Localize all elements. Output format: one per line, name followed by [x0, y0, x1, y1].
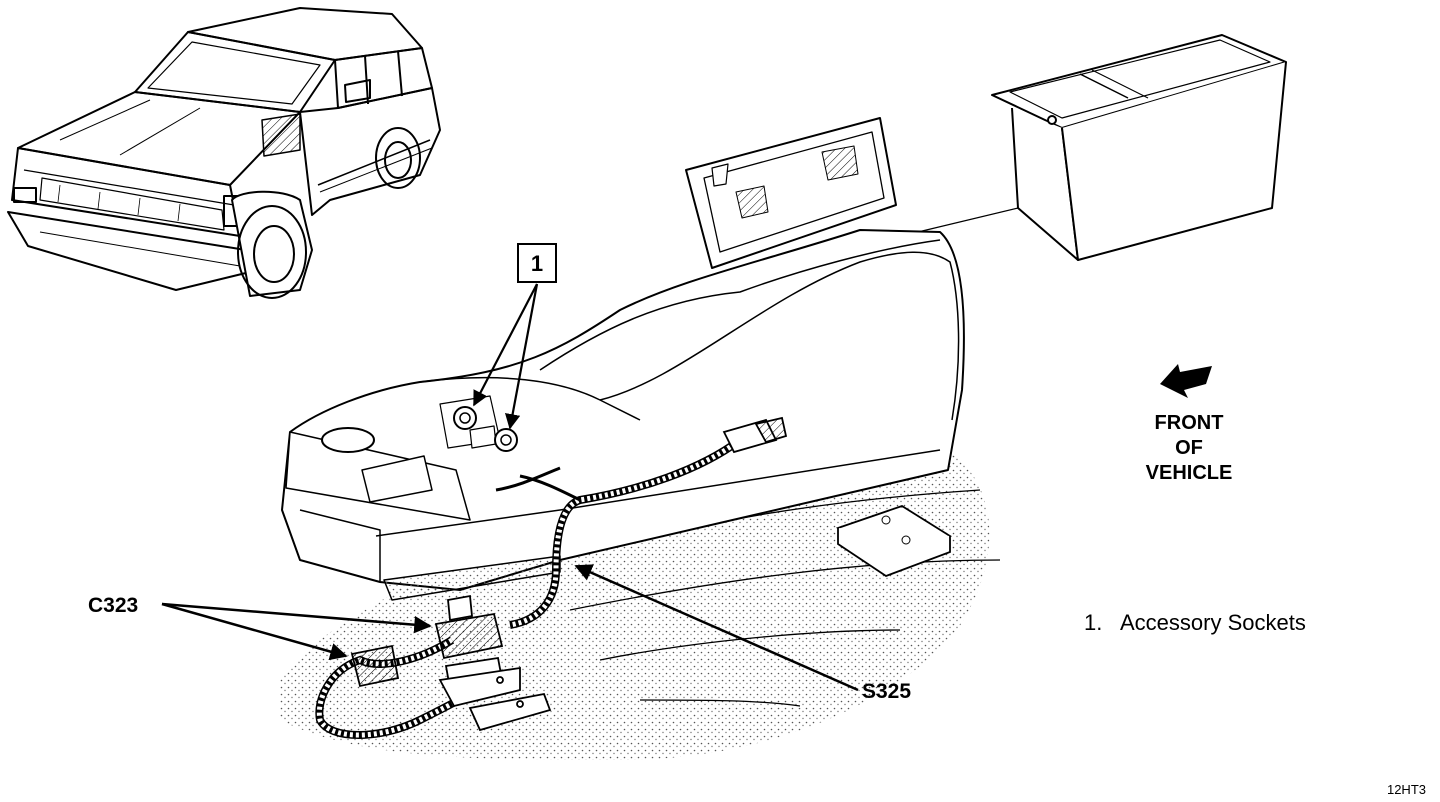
callout-arrow-socket-1 [473, 283, 538, 407]
c323-label: C323 [88, 594, 138, 617]
c323-arrow-1 [161, 602, 432, 634]
legend-item-text: Accessory Sockets [1120, 610, 1306, 635]
callout-box [517, 243, 557, 283]
c323-label-group: C323 [88, 594, 432, 661]
mounting-bracket [438, 666, 552, 732]
callout-number: 1 [531, 251, 543, 276]
legend-item-number: 1. [1084, 610, 1102, 635]
front-arrow-icon [1160, 364, 1212, 398]
callout-arrow-socket-2 [504, 283, 539, 430]
bin-leader-line [917, 207, 1019, 233]
s325-arrow [574, 564, 859, 692]
console-storage-bin [991, 34, 1287, 261]
center-console [281, 117, 965, 601]
figure-code: 12HT3 [1387, 782, 1426, 797]
vehicle-locator-illustration [7, 7, 441, 299]
front-of-vehicle-indicator: FRONT OF VEHICLE [1146, 364, 1233, 484]
front-text-line3: VEHICLE [1146, 462, 1233, 484]
harness-connector-rear [722, 416, 788, 454]
front-text-line2: OF [1175, 437, 1203, 459]
s325-label-group: S325 [574, 564, 911, 703]
front-text-line1: FRONT [1155, 412, 1224, 434]
callout-1: 1 [473, 243, 557, 430]
accessory-sockets [453, 406, 518, 452]
s325-label: S325 [862, 680, 911, 703]
legend: 1. Accessory Sockets [1084, 610, 1306, 635]
c323-arrow-2 [161, 602, 348, 661]
